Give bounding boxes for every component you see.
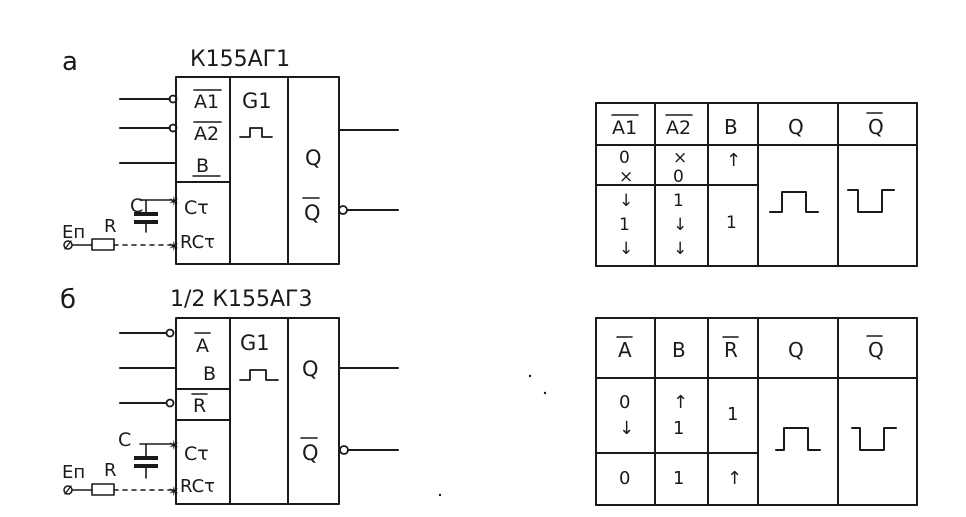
table-b-r1-a: ↓ (619, 418, 634, 439)
table-a-header-a2: A2 (666, 117, 691, 139)
stray-dot (528, 374, 532, 378)
table-b-r1-b: 1 (673, 418, 684, 439)
supply-label: Eп (62, 462, 85, 483)
input-b-label: B (203, 363, 216, 385)
table-a-r0-b: ↑ (726, 150, 741, 171)
chip-a: A1 A2 B Cτ RCτ G1 Q Q (175, 76, 340, 265)
table-b-header-b: B (672, 338, 686, 362)
output-q-label: Q (302, 357, 319, 381)
timing-network-a: C ✶ Eп R ✶ (62, 194, 180, 255)
table-a-r1-a1: × (619, 167, 633, 187)
diagram-b-label: б (60, 285, 76, 315)
function-label: G1 (240, 331, 270, 355)
table-b-header-qbar: Q (868, 338, 884, 362)
diagram-b: б 1/2 К155АГ3 A B R Cτ RCτ G1 Q Q (60, 285, 918, 506)
table-b-qbar-pulse (851, 427, 897, 451)
table-a-r2-b: 1 (726, 213, 737, 233)
table-b-r2-b: 1 (673, 468, 684, 489)
rct-pin-mark: ✶ (168, 484, 180, 500)
table-b-r0-r: 1 (727, 404, 738, 425)
table-a-header-q: Q (788, 115, 804, 139)
resistor-body (91, 483, 115, 496)
supply-terminal-slash (64, 240, 72, 250)
timing-rct-label: RCτ (180, 232, 215, 253)
output-qbar-label: Q (302, 441, 319, 465)
supply-label: Eп (62, 222, 85, 243)
table-b-header-r: R (724, 338, 738, 362)
table-a-r2-a2: 1 (673, 191, 684, 211)
capacitor-plate-top (134, 212, 158, 216)
diagram-a: a К155АГ1 A1 A2 B Cτ RCτ G1 Q Q (62, 47, 918, 267)
input-b-label: B (196, 155, 209, 177)
supply-terminal-slash (64, 485, 72, 495)
input-r-label: R (193, 395, 206, 417)
input-a-label: A (196, 335, 209, 357)
table-a-r1-a2: 0 (673, 167, 684, 187)
timing-rct-label: RCτ (180, 476, 215, 497)
input-a2-inversion-bubble (168, 123, 178, 133)
table-b-q-pulse (775, 427, 821, 451)
pulse-symbol (239, 127, 273, 138)
chip-a-outline (175, 76, 340, 265)
input-a2-label: A2 (194, 123, 219, 145)
table-b-r2-a: 0 (619, 468, 630, 489)
resistor-body (91, 238, 115, 251)
stray-dot (543, 391, 547, 395)
table-a-r2-a1: ↓ (619, 191, 633, 211)
table-b-r2-r: ↑ (727, 468, 742, 489)
rct-pin-mark: ✶ (168, 239, 180, 255)
stray-dot (438, 493, 442, 497)
table-a-header-b: B (724, 115, 738, 139)
timing-network-b: C ✶ Eп R ✶ (62, 429, 180, 500)
table-a-r3-a1: 1 (619, 215, 630, 235)
table-b-header-q: Q (788, 338, 804, 362)
table-b-r0-a: 0 (619, 392, 630, 413)
table-a-r0-a1: 0 (619, 148, 630, 168)
output-qbar-inversion-bubble (338, 205, 348, 215)
capacitor-plate-bottom (134, 220, 158, 224)
input-a-inversion-bubble (165, 328, 175, 338)
input-leads-b (119, 328, 177, 408)
diagram-a-label: a (62, 47, 78, 77)
function-label: G1 (242, 89, 272, 113)
input-r-inversion-bubble (165, 398, 175, 408)
capacitor-plate-bottom (134, 464, 158, 468)
table-a-r4-a1: ↓ (619, 239, 633, 259)
input-a1-label: A1 (194, 91, 219, 113)
diagram-a-title: К155АГ1 (190, 47, 290, 72)
resistor-label: R (104, 460, 117, 481)
capacitor-pin-mark: ✶ (168, 438, 180, 454)
capacitor-label: C (118, 429, 131, 451)
timing-ct-label: Cτ (184, 443, 209, 465)
capacitor-plate-top (134, 456, 158, 460)
truth-table-b: A B R Q Q 0 ↑ 1 ↓ 1 0 1 ↑ (595, 317, 918, 506)
input-leads-a (119, 94, 178, 164)
table-a-qbar-pulse (847, 189, 895, 213)
output-leads-b (338, 367, 399, 455)
timing-ct-label: Cτ (184, 197, 209, 219)
output-qbar-label: Q (304, 201, 321, 225)
chip-b-outline (175, 317, 340, 505)
table-a-header-a1: A1 (612, 117, 637, 139)
chip-b: A B R Cτ RCτ G1 Q Q (175, 317, 340, 505)
capacitor-pin-mark: ✶ (168, 194, 180, 210)
output-leads-a (338, 129, 399, 215)
output-q-label: Q (305, 146, 322, 170)
table-a-q-pulse (769, 191, 819, 213)
table-a-r3-a2: ↓ (673, 215, 687, 235)
input-a1-inversion-bubble (168, 94, 178, 104)
table-a-r4-a2: ↓ (673, 239, 687, 259)
table-a-r0-a2: × (673, 148, 687, 168)
pulse-symbol (239, 369, 279, 381)
truth-table-a: A1 A2 B Q Q 0 × ↑ × 0 ↓ 1 1 1 ↓ ↓ ↓ (595, 102, 918, 267)
resistor-label: R (104, 216, 117, 237)
diagram-b-title: 1/2 К155АГ3 (170, 287, 312, 312)
output-qbar-inversion-bubble (339, 445, 349, 455)
table-b-header-a: A (618, 338, 632, 362)
table-b-r0-b: ↑ (673, 392, 688, 413)
table-a-header-qbar: Q (868, 115, 884, 139)
